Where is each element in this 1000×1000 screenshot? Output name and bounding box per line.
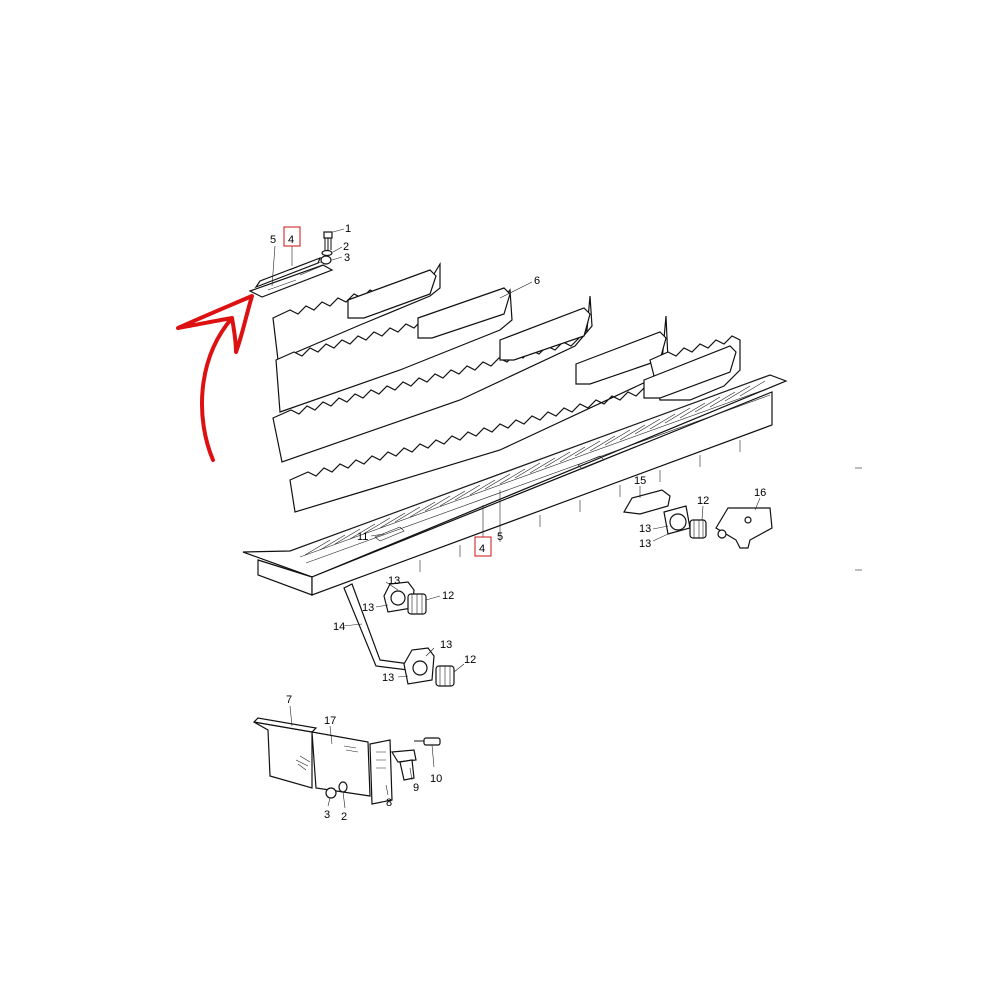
callout-low-13a: 13 [440, 639, 452, 651]
callout-mid-13b: 13 [362, 602, 374, 614]
callout-rt-16: 16 [754, 487, 766, 499]
callout-top-4: 4 [288, 234, 294, 246]
callout-bot-2: 2 [341, 811, 347, 823]
conveyor-trough [242, 374, 862, 596]
callout-flight-6: 6 [534, 275, 540, 287]
callout-rt-13a: 13 [639, 523, 651, 535]
highlight-box-top [283, 226, 301, 247]
highlight-box-floor [474, 536, 492, 557]
lower-bearing-cluster [397, 647, 465, 687]
callout-top-5: 5 [270, 234, 276, 246]
callout-shaft-14: 14 [333, 621, 345, 633]
callout-top-1: 1 [345, 223, 351, 235]
callout-mid-12: 12 [442, 590, 454, 602]
callout-floor-4: 4 [479, 543, 485, 555]
callout-rt-15: 15 [634, 475, 646, 487]
bottom-plate-assembly [252, 705, 441, 809]
callout-bolt-11: 11 [357, 531, 368, 543]
callout-bot-17: 17 [324, 715, 336, 727]
callout-rt-12: 12 [697, 495, 709, 507]
highlights [176, 226, 492, 557]
callout-low-12: 12 [464, 654, 476, 666]
top-plate-assembly [248, 228, 345, 298]
callout-bot-8: 8 [386, 797, 392, 809]
callout-floor-5: 5 [497, 531, 503, 543]
curved-arrow-icon [176, 294, 254, 462]
callout-labels: 1 2 3 4 5 6 4 5 11 15 16 12 13 13 13 13 … [270, 223, 766, 823]
callout-bot-9: 9 [413, 782, 419, 794]
callout-bot-3: 3 [324, 809, 330, 821]
callout-rt-13b: 13 [639, 538, 651, 550]
callout-bot-10: 10 [430, 773, 442, 785]
right-bearing-cluster [623, 486, 773, 549]
callout-low-13b: 13 [382, 672, 394, 684]
middle-bearing-cluster [375, 581, 441, 615]
callout-top-2: 2 [343, 241, 349, 253]
serrated-flights [272, 261, 741, 513]
callout-top-3: 3 [344, 252, 350, 264]
trough-slats [304, 380, 766, 556]
callout-mid-13a: 13 [388, 575, 400, 587]
callout-bot-7: 7 [286, 694, 292, 706]
